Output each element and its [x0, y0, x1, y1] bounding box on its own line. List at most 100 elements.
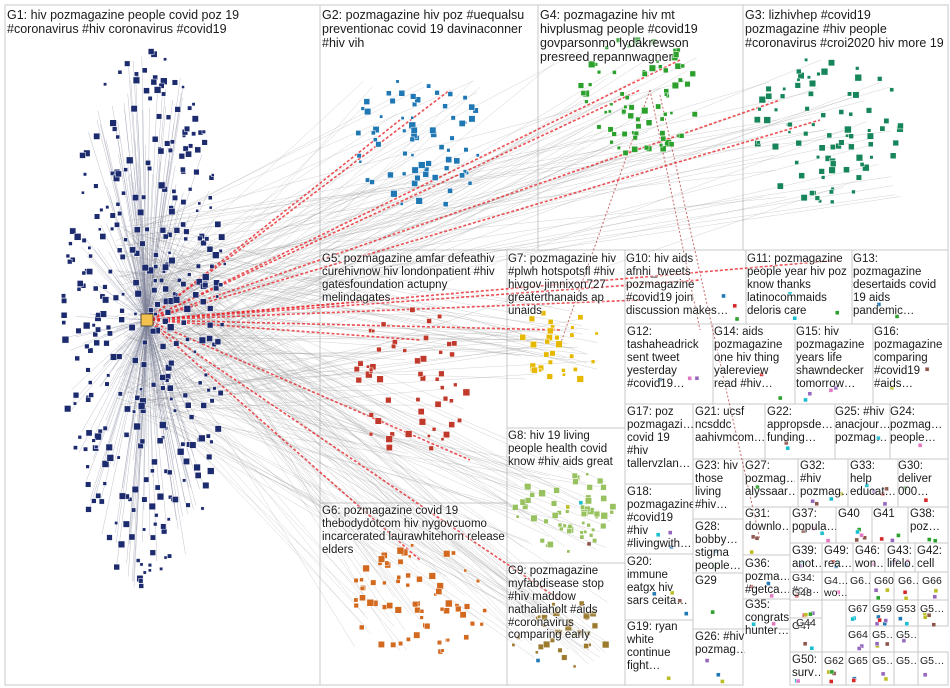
node: [206, 335, 213, 342]
node: [787, 130, 792, 134]
node: [73, 445, 78, 450]
node: [566, 528, 572, 534]
group-box: [692, 628, 744, 686]
node: [406, 636, 411, 642]
node: [366, 364, 370, 369]
node: [141, 496, 148, 503]
edge: [142, 39, 602, 281]
node: [603, 110, 608, 115]
node: [193, 168, 200, 176]
node: [91, 323, 96, 328]
node: [557, 522, 563, 528]
node: [173, 340, 180, 347]
node: [83, 446, 88, 452]
node: [855, 529, 860, 535]
edge: [119, 141, 391, 397]
node: [166, 323, 175, 331]
node: [838, 109, 845, 115]
node: [396, 546, 405, 555]
node: [151, 287, 158, 294]
edge: [115, 54, 680, 371]
node: [663, 67, 669, 74]
node: [712, 564, 718, 569]
node: [787, 291, 793, 296]
node: [586, 484, 593, 491]
node: [152, 278, 158, 283]
node: [609, 503, 617, 510]
node: [183, 125, 191, 132]
node: [645, 119, 653, 126]
node: [871, 561, 876, 567]
node: [74, 355, 80, 362]
node: [368, 367, 374, 373]
node: [118, 492, 126, 500]
edge: [146, 319, 204, 485]
node: [67, 259, 73, 265]
node: [631, 145, 639, 153]
node: [202, 481, 210, 489]
node: [616, 145, 621, 150]
node: [621, 131, 628, 137]
node: [150, 78, 158, 86]
node: [184, 401, 192, 409]
node: [819, 531, 825, 536]
node: [148, 502, 156, 510]
node: [818, 168, 825, 175]
node: [117, 211, 123, 216]
node: [61, 320, 67, 325]
node: [447, 91, 454, 97]
node: [530, 514, 538, 522]
node: [655, 103, 662, 110]
node: [418, 418, 427, 426]
node: [110, 226, 115, 231]
node: [124, 60, 131, 67]
node: [93, 339, 100, 347]
node: [405, 572, 411, 579]
node: [202, 282, 209, 289]
node: [431, 174, 439, 181]
node: [385, 444, 393, 451]
node: [187, 105, 193, 111]
edge: [126, 308, 527, 338]
node: [677, 77, 683, 83]
node: [933, 538, 938, 543]
node: [889, 152, 897, 159]
node: [182, 478, 187, 483]
node: [577, 82, 585, 89]
edge: [145, 145, 148, 321]
node: [159, 421, 167, 429]
node: [663, 112, 668, 117]
node: [414, 606, 421, 614]
node: [148, 307, 154, 313]
edge: [172, 59, 822, 323]
group-label-g27: G27: pozmag… alyssaar…: [745, 460, 795, 498]
group-label-g17: G17: poz pozmagazi… covid 19 #hiv taller…: [627, 406, 693, 470]
edge: [146, 245, 202, 321]
node: [541, 614, 548, 621]
node: [415, 397, 421, 402]
edge: [146, 319, 208, 336]
node: [153, 252, 159, 258]
node: [167, 147, 173, 153]
node: [428, 445, 434, 451]
node: [600, 484, 607, 491]
edge: [146, 272, 192, 321]
edge: [118, 154, 148, 321]
edge: [155, 317, 572, 361]
node: [463, 603, 471, 610]
node: [691, 111, 698, 118]
edge: [123, 229, 588, 364]
group-label-g26: G26: #hiv pozmag…: [695, 631, 745, 656]
edge: [75, 319, 148, 338]
edge: [129, 319, 148, 545]
node: [674, 62, 682, 70]
edge: [130, 375, 607, 548]
node: [215, 294, 220, 299]
edge: [168, 196, 901, 307]
node: [397, 558, 404, 565]
node: [758, 96, 766, 104]
node: [571, 472, 578, 479]
node: [833, 385, 838, 390]
edge: [172, 70, 688, 364]
node: [106, 534, 113, 541]
